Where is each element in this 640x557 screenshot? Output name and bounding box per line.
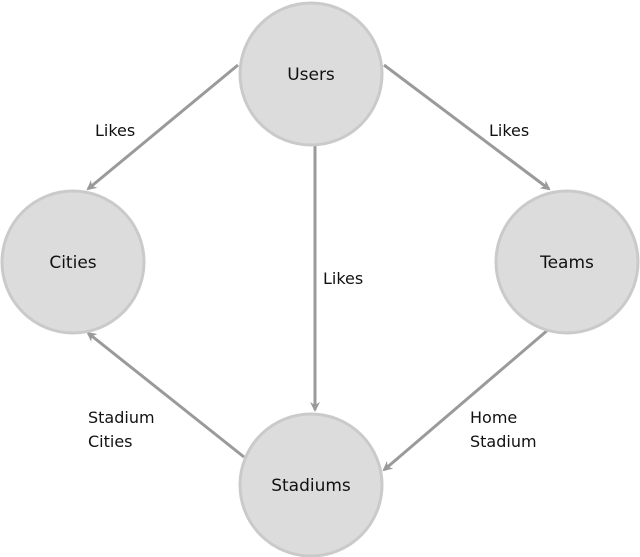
edge-label-stadium-cities-line1: Stadium <box>88 408 155 427</box>
node-cities-label: Cities <box>49 253 96 273</box>
node-teams-label: Teams <box>539 253 594 273</box>
node-users-label: Users <box>287 65 335 85</box>
node-users-circle <box>238 1 384 147</box>
edge-label-home-stadium-line2: Stadium <box>470 432 537 451</box>
edge-users-to-teams <box>383 63 551 191</box>
node-users: Users <box>238 1 384 147</box>
edge-label-users-teams: Likes <box>489 121 529 140</box>
edge-teams-to-stadiums <box>382 327 550 472</box>
node-stadiums: Stadiums <box>238 412 384 557</box>
node-cities: Cities <box>0 189 146 335</box>
edge-label-users-stadiums: Likes <box>323 269 363 288</box>
node-cities-circle <box>0 189 146 335</box>
node-stadiums-label: Stadiums <box>271 476 351 496</box>
edge-label-home-stadium-line1: Home <box>470 408 517 427</box>
node-teams: Teams <box>494 189 640 335</box>
node-stadiums-circle <box>238 412 384 557</box>
edge-users-to-cities <box>86 63 239 191</box>
edge-label-users-cities: Likes <box>95 121 135 140</box>
edge-label-stadium-cities-line2: Cities <box>88 432 133 451</box>
edge-stadiums-to-cities <box>86 331 245 459</box>
node-teams-circle <box>494 189 640 335</box>
